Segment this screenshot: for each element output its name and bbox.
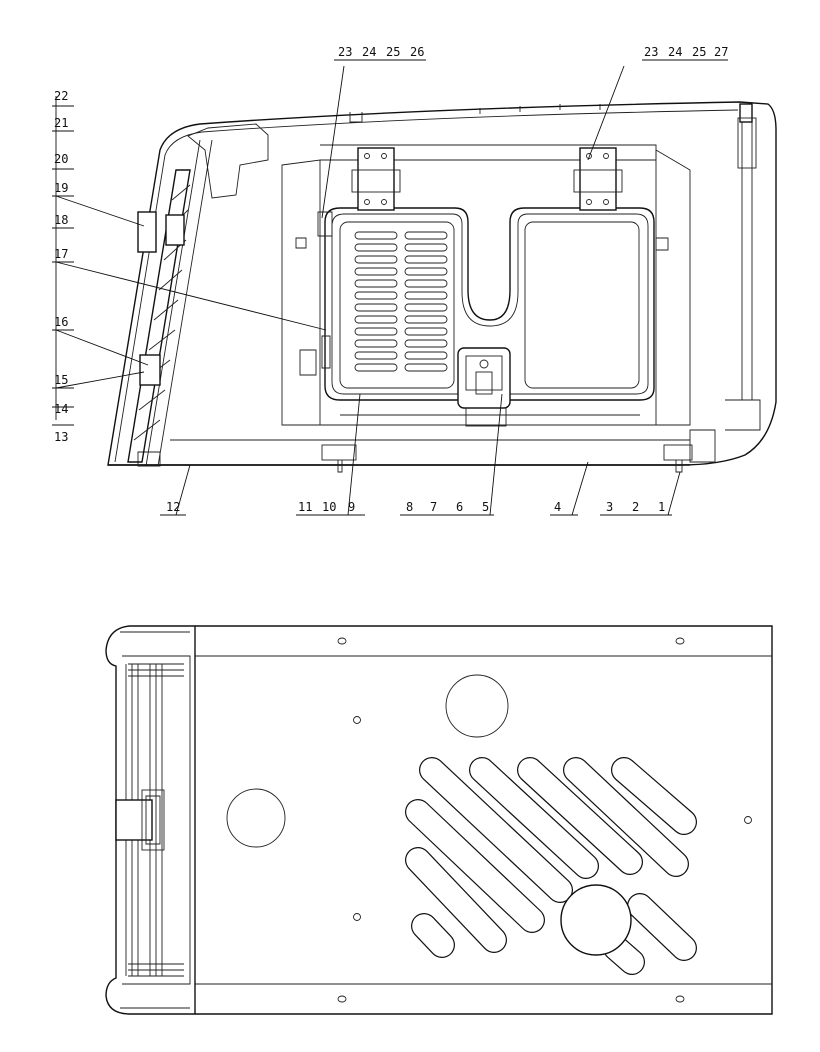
callout-24-left: 24 (362, 45, 376, 59)
callout-13: 13 (54, 430, 68, 444)
hinge-left (351, 147, 401, 211)
callout-20: 20 (54, 152, 68, 166)
callout-23-left: 23 (338, 45, 352, 59)
callout-18: 18 (54, 213, 68, 227)
leader-lines (52, 59, 728, 516)
callout-19: 19 (54, 181, 68, 195)
hinge-right (573, 147, 623, 211)
vent-plate-left (324, 207, 655, 401)
callout-25-left: 25 (386, 45, 400, 59)
hole-large-left (226, 788, 286, 848)
bottom-view (105, 625, 773, 1015)
callout-11: 11 (298, 500, 312, 514)
housing-outline (107, 101, 777, 466)
callout-22: 22 (54, 89, 68, 103)
callout-6: 6 (456, 500, 463, 514)
side-view (107, 101, 777, 473)
callout-9: 9 (348, 500, 355, 514)
end-cap (105, 625, 196, 1015)
callout-27: 27 (714, 45, 728, 59)
callout-7: 7 (430, 500, 437, 514)
callout-24-right: 24 (668, 45, 682, 59)
callout-17: 17 (54, 247, 68, 261)
callout-8: 8 (406, 500, 413, 514)
callout-12: 12 (166, 500, 180, 514)
vent-slots (354, 231, 448, 372)
callout-4: 4 (554, 500, 561, 514)
callout-21: 21 (54, 116, 68, 130)
callout-23-right: 23 (644, 45, 658, 59)
callout-labels: 22 21 20 19 18 17 16 15 14 13 12 11 10 9… (54, 45, 728, 514)
callout-1: 1 (658, 500, 665, 514)
callout-5: 5 (482, 500, 489, 514)
callout-10: 10 (322, 500, 336, 514)
hole-large-top (445, 674, 509, 738)
callout-25-right: 25 (692, 45, 706, 59)
callout-26: 26 (410, 45, 424, 59)
callout-15: 15 (54, 373, 68, 387)
callout-3: 3 (606, 500, 613, 514)
callout-14: 14 (54, 402, 68, 416)
callout-2: 2 (632, 500, 639, 514)
latch (457, 347, 511, 427)
callout-16: 16 (54, 315, 68, 329)
diagonal-slots (405, 757, 697, 975)
